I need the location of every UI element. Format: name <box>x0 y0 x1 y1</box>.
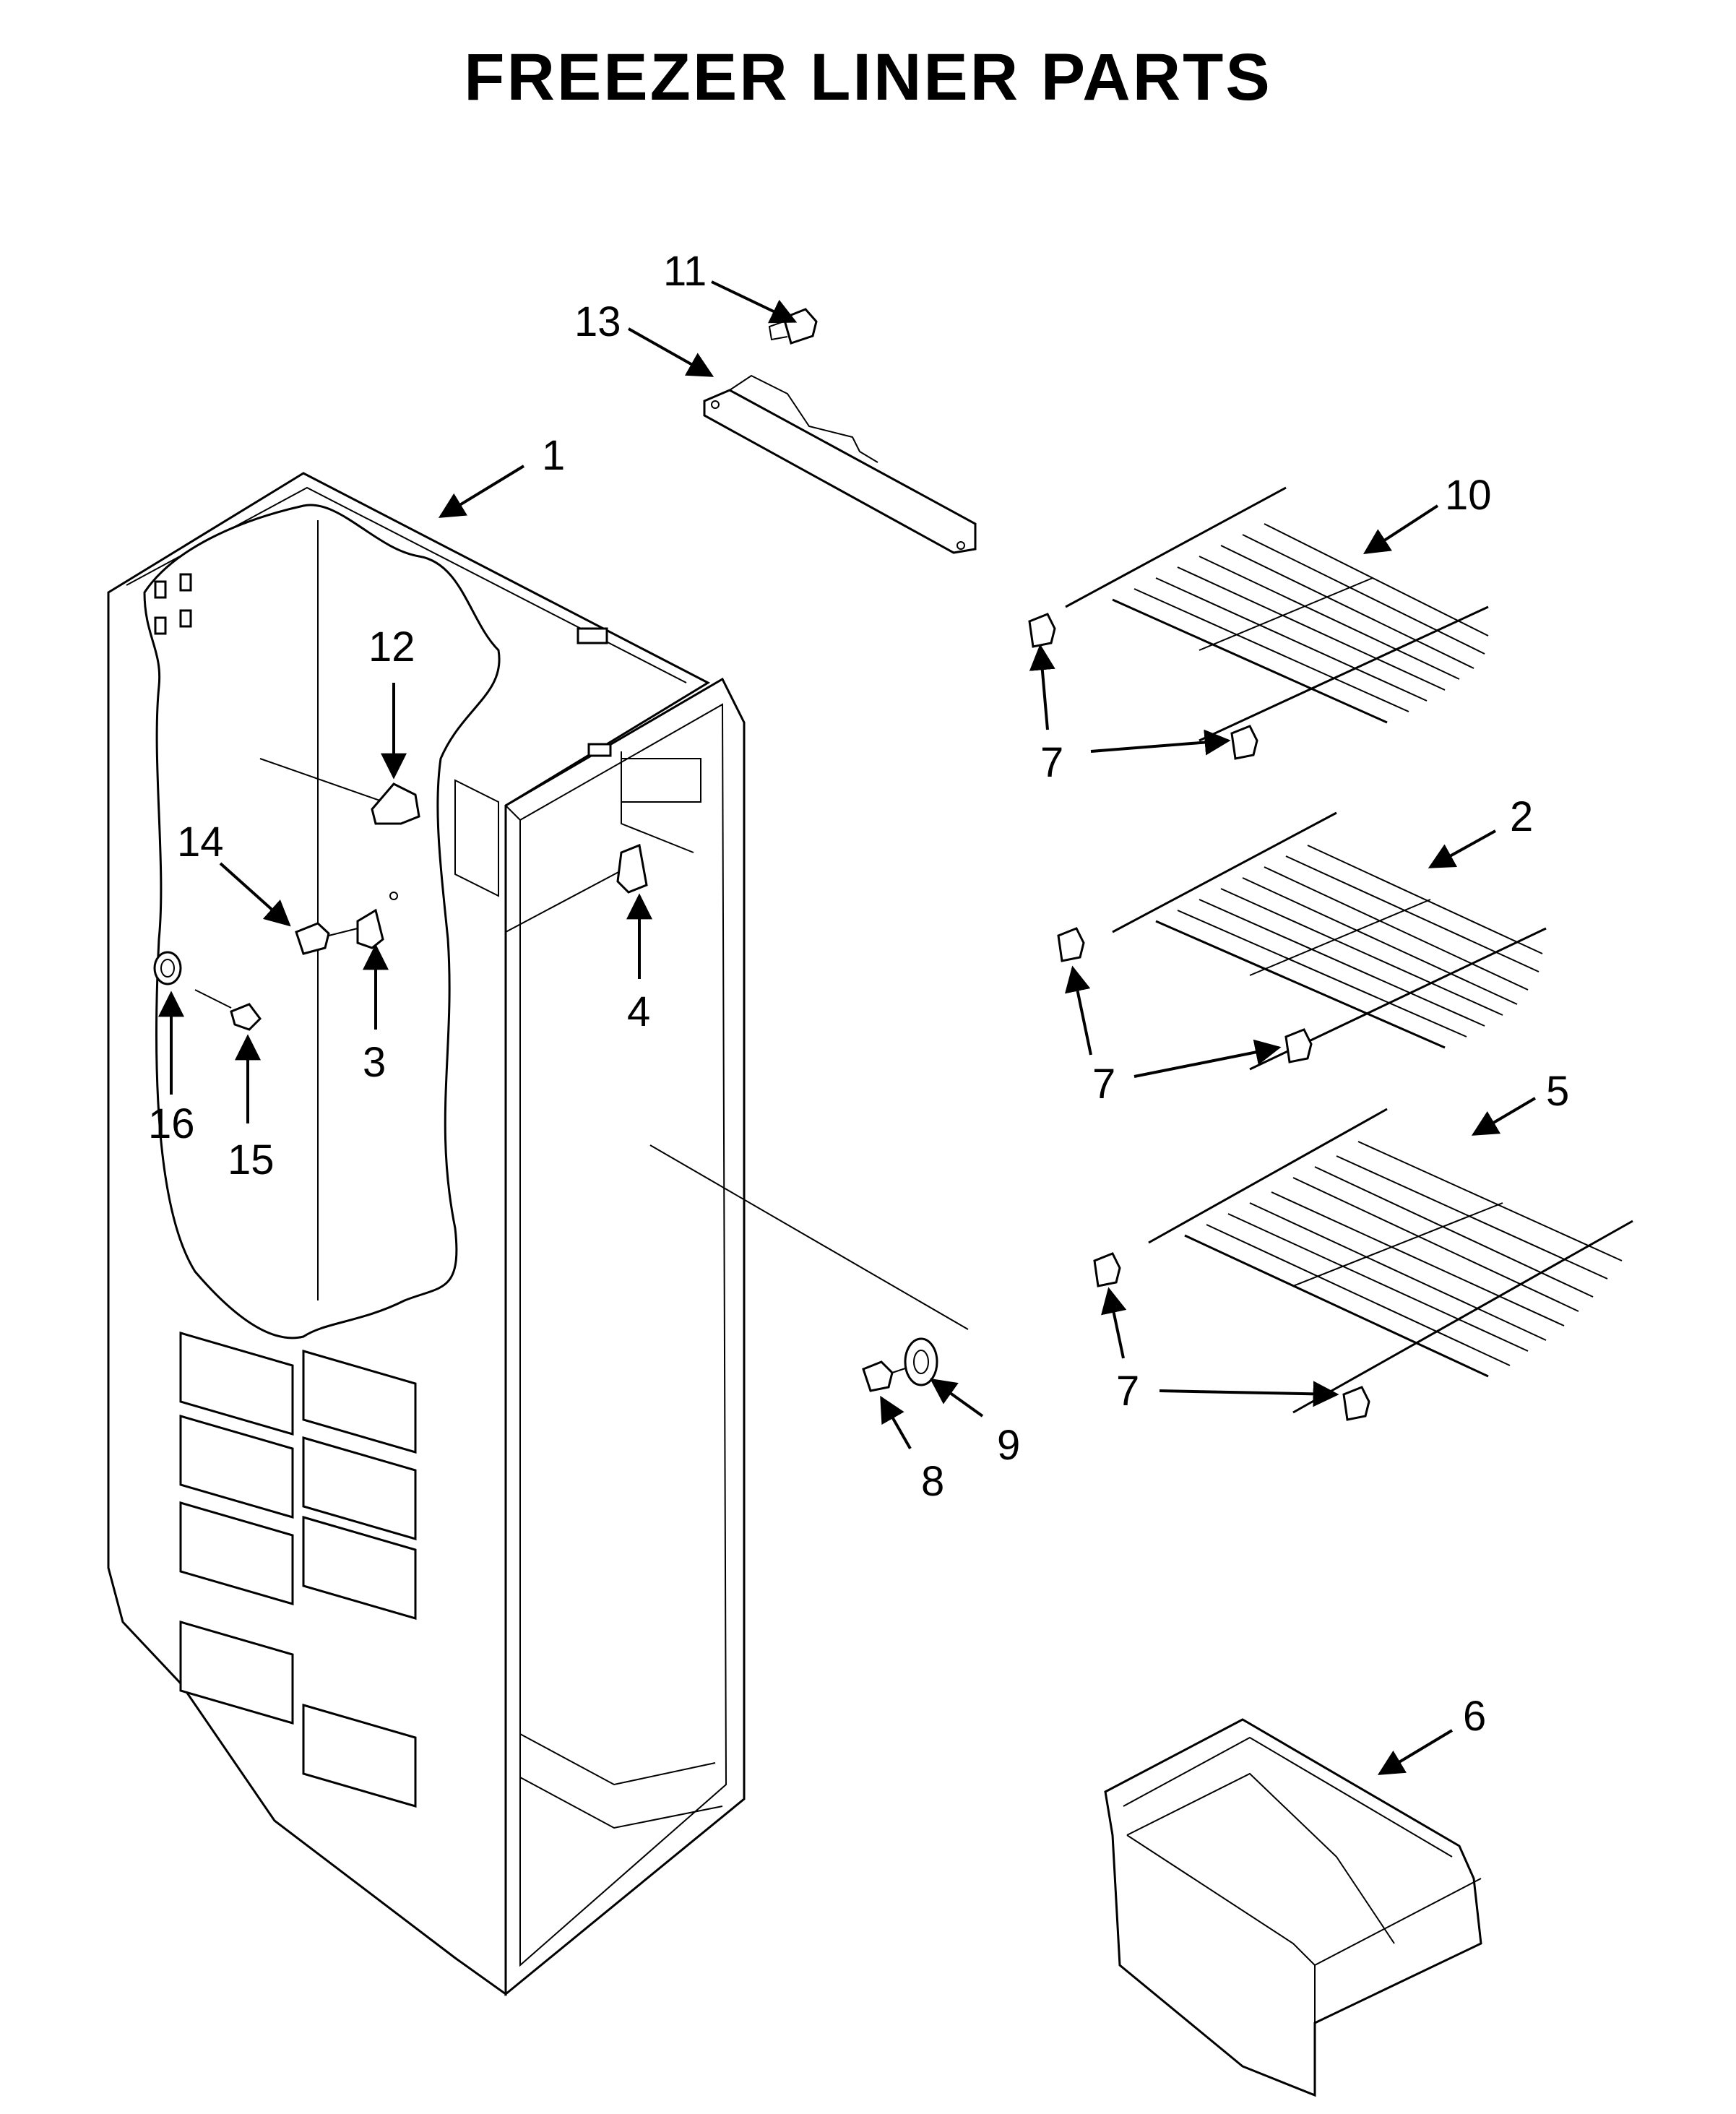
callout-7-shelf5-left: 7 <box>1116 1368 1139 1415</box>
bracket-4-part <box>616 843 648 894</box>
callout-5: 5 <box>1546 1068 1569 1115</box>
callout-13: 13 <box>574 298 621 345</box>
callout-16: 16 <box>148 1100 195 1147</box>
shelf-10-part <box>1065 486 1489 742</box>
callout-4: 4 <box>627 988 650 1035</box>
plug-15-part <box>194 989 262 1031</box>
callout-15: 15 <box>228 1136 275 1183</box>
clip-3-hole <box>389 892 398 900</box>
page-title: FREEZER LINER PARTS <box>464 40 1272 114</box>
callout-3: 3 <box>363 1039 386 1086</box>
callout-7-shelf10-left: 7 <box>1040 739 1063 786</box>
callout-6: 6 <box>1463 1693 1486 1740</box>
shelf-support-7-part <box>1028 613 1370 1421</box>
clip-3-part <box>356 908 384 949</box>
grommet-16-inner <box>160 959 175 978</box>
callout-arrows <box>158 280 1537 1775</box>
grommet-16-part <box>153 951 182 985</box>
callout-9: 9 <box>997 1422 1020 1469</box>
callout-8: 8 <box>921 1458 944 1505</box>
callout-10: 10 <box>1445 472 1492 519</box>
callout-7-shelf2-left: 7 <box>1092 1061 1115 1108</box>
washer-9-part <box>904 1337 938 1386</box>
callout-1: 1 <box>542 432 565 479</box>
screw-14-part <box>295 922 358 955</box>
callout-2: 2 <box>1510 793 1533 840</box>
rear-bracket-part <box>703 308 977 554</box>
bracket-12-part <box>371 782 420 825</box>
ice-bin-6-part <box>1104 1718 1482 2097</box>
callout-14: 14 <box>177 819 224 866</box>
callout-12: 12 <box>368 624 415 670</box>
callout-11: 11 <box>663 248 707 295</box>
shelf-2-part <box>1112 811 1547 1071</box>
shelf-5-part <box>1148 1108 1633 1414</box>
freezer-liner-part <box>107 472 969 1997</box>
